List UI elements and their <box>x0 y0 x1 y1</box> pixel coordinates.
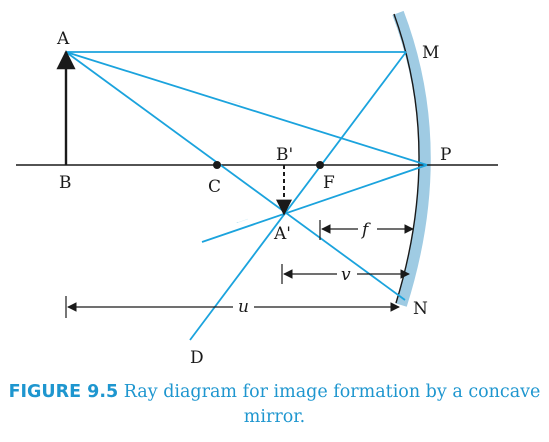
figure-caption: FIGURE 9.5 Ray diagram for image formati… <box>0 380 549 430</box>
point-C <box>213 161 221 169</box>
label-A: A <box>56 29 70 49</box>
label-f: f <box>360 220 371 240</box>
label-P: P <box>440 145 451 165</box>
dimension-f <box>319 220 414 240</box>
ray-M-to-D <box>189 51 407 341</box>
mirror-front-edge <box>393 13 420 304</box>
concave-mirror <box>392 10 431 307</box>
label-C: C <box>208 177 221 197</box>
caption-text: Ray diagram for image formation by a con… <box>123 382 541 427</box>
dimension-v <box>281 264 410 284</box>
label-F: F <box>323 173 335 193</box>
label-B-image: B' <box>276 145 293 165</box>
figure-number: FIGURE 9.5 <box>8 382 119 402</box>
ray-arrows <box>172 51 374 277</box>
label-A-image: A' <box>273 224 291 244</box>
dimension-u <box>65 296 400 318</box>
label-M: M <box>422 43 439 63</box>
ray-A-through-C-to-N <box>65 51 406 301</box>
rays <box>65 51 428 341</box>
ray-A-to-P <box>65 51 428 166</box>
label-u: u <box>238 297 249 317</box>
label-N: N <box>413 299 428 319</box>
label-B: B <box>59 173 72 193</box>
label-v: v <box>341 265 351 285</box>
ray-P-reflected <box>201 164 428 243</box>
label-D: D <box>190 348 204 368</box>
point-F <box>316 161 324 169</box>
